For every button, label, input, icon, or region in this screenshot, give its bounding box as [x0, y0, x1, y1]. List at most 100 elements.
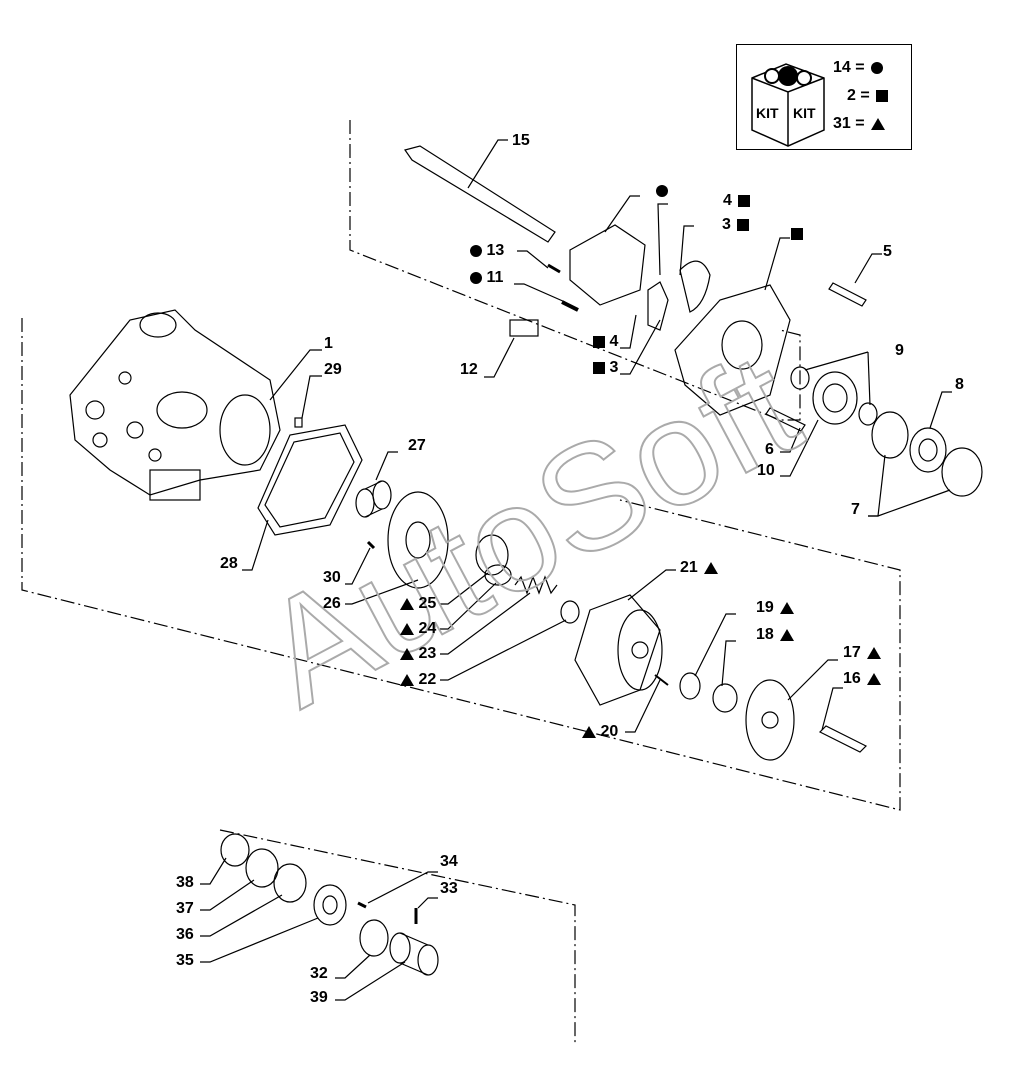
ring-25	[475, 534, 509, 576]
kit-row2-text: 2 =	[847, 87, 870, 104]
triangle-marker-icon	[704, 561, 719, 574]
callout-32: 32	[310, 965, 328, 982]
callout-15: 15	[512, 132, 530, 149]
callout-3: 3	[591, 360, 618, 376]
bolt-16	[818, 725, 868, 753]
kit-icon: KIT KIT	[751, 63, 825, 147]
gear-32	[359, 919, 389, 957]
triangle-marker-icon	[582, 725, 596, 738]
circle-symbol-icon	[871, 61, 884, 74]
callout-21: 21	[680, 560, 719, 576]
callout-18: 18	[756, 627, 795, 643]
gasket-28	[257, 424, 363, 536]
snap-ring-9b	[858, 402, 878, 426]
plate-26	[387, 491, 449, 589]
kit-row-square: 2 =	[847, 87, 889, 105]
svg-text:KIT: KIT	[756, 105, 779, 121]
svg-text:KIT: KIT	[793, 105, 816, 121]
o-ring-37	[245, 848, 279, 888]
triangle-symbol-icon	[871, 117, 886, 130]
callout-10: 10	[757, 462, 775, 479]
callout-17: 17	[843, 645, 882, 661]
callout-9: 9	[895, 342, 904, 359]
bushing-19	[679, 672, 701, 700]
callout-7: 7	[851, 501, 860, 518]
triangle-marker-icon	[867, 672, 882, 685]
kit-row1-text: 14 =	[833, 59, 865, 76]
leader-lines	[200, 139, 952, 1001]
callout-6: 6	[765, 441, 774, 458]
end-cover	[674, 284, 791, 416]
circle-marker-icon	[470, 271, 482, 284]
group-outline-lower	[219, 829, 576, 1045]
shaft-15	[404, 145, 556, 243]
half-moon-3	[679, 260, 711, 313]
half-moon-3b	[647, 281, 669, 331]
callout-27: 27	[408, 437, 426, 454]
triangle-marker-icon	[400, 622, 414, 635]
callout-37: 37	[176, 900, 194, 917]
callout-20: 20	[580, 724, 618, 740]
triangle-marker-icon	[400, 597, 414, 610]
circlip-7b	[941, 447, 983, 497]
callout-19: 19	[756, 600, 795, 616]
square-marker-icon	[593, 361, 605, 374]
group-outline-shaft	[349, 120, 801, 421]
callout-24: 24	[398, 621, 436, 637]
pin-29	[294, 417, 303, 428]
bushing-27	[355, 480, 392, 518]
pin-20	[654, 674, 669, 686]
callout-11: 11	[468, 270, 503, 286]
callout-4: 4	[591, 334, 618, 350]
callout-16: 16	[843, 671, 882, 687]
callout-5: 5	[883, 243, 892, 260]
callout-30: 30	[323, 569, 341, 586]
callout-29: 29	[324, 361, 342, 378]
callout-38: 38	[176, 874, 194, 891]
square-marker-icon	[593, 335, 605, 348]
bearing-35	[313, 884, 347, 926]
kit-legend: 14 = 2 = 31 =	[736, 44, 912, 150]
circlip-7a	[871, 411, 909, 459]
pin-30	[366, 540, 376, 550]
bolt-5	[828, 282, 867, 307]
seal-8	[909, 427, 947, 473]
flange-17	[745, 679, 795, 761]
slipper-12	[509, 319, 539, 337]
circle-marker-icon	[470, 244, 482, 257]
o-ring-38	[220, 833, 250, 867]
callout-33: 33	[440, 880, 458, 897]
cylinder-block-21	[574, 594, 663, 706]
washer-22	[560, 600, 580, 624]
callout-22: 22	[398, 672, 436, 688]
triangle-marker-icon	[867, 646, 882, 659]
square-marker-icon	[737, 218, 750, 231]
callout-28: 28	[220, 555, 238, 572]
o-ring-36	[273, 863, 307, 903]
kit-row-triangle: 31 =	[833, 115, 886, 133]
callout-25: 25	[398, 596, 436, 612]
kit-row3-text: 31 =	[833, 115, 865, 132]
callout-12: 12	[460, 361, 478, 378]
square-marker-icon	[791, 227, 803, 240]
triangle-marker-icon	[780, 601, 795, 614]
spring-23	[514, 575, 558, 595]
bolt-6	[765, 407, 806, 432]
callout-26: 26	[323, 595, 341, 612]
group-outline-main	[21, 318, 901, 811]
callout-34: 34	[440, 853, 458, 870]
bearing-18	[712, 683, 738, 713]
snap-ring-9a	[790, 366, 810, 390]
triangle-marker-icon	[780, 628, 795, 641]
swash-cradle	[569, 224, 646, 306]
callout-39: 39	[310, 989, 328, 1006]
callout-1: 1	[324, 335, 333, 352]
callout-13: 13	[468, 243, 504, 259]
square-marker-icon	[738, 194, 751, 207]
triangle-marker-icon	[400, 647, 414, 660]
circle-marker-icon	[656, 184, 668, 197]
callout-23: 23	[398, 646, 436, 662]
pump-housing	[69, 309, 281, 501]
callout-3-top: 3	[722, 217, 750, 233]
